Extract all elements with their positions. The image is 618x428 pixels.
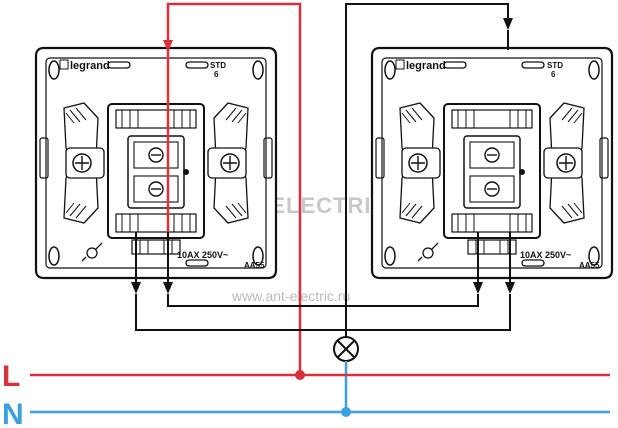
phase-wire: [166, 2, 302, 375]
switch-1-rating: 10AX 250V~: [177, 250, 228, 260]
phase-label: L: [2, 360, 20, 393]
phase-junction-dot-icon: [295, 370, 305, 380]
switch1-arrow-a-icon: [131, 282, 141, 294]
switch-2-code: AA55: [579, 261, 600, 270]
switch-1: [34, 46, 278, 280]
lamp-icon: [333, 336, 359, 362]
switch-2-rating: 10AX 250V~: [520, 250, 571, 260]
switch2-arrow-a-icon: [473, 282, 483, 294]
neutral-label: N: [2, 398, 24, 428]
switch-2-logo-icon: [395, 59, 405, 70]
phase-arrow-icon: [163, 40, 173, 52]
switch-1-logo-icon: [59, 59, 69, 70]
switch1-arrow-b-icon: [163, 282, 173, 294]
switch-2: [370, 46, 614, 280]
switch-2-model-sub: 6: [551, 70, 556, 79]
source-url: www.ant-electric.ru: [231, 288, 350, 304]
traveler-wire-1: [135, 294, 511, 331]
switch-2-brand: legrand: [406, 60, 446, 72]
switch2-top-arrow-icon: [503, 18, 513, 30]
switch2-arrow-b-icon: [505, 282, 515, 294]
switch-1-brand: legrand: [70, 60, 110, 72]
switch-2-model: STD: [547, 61, 563, 70]
lamp-wire-to-switch2: [345, 3, 509, 340]
switch-1-model-sub: 6: [214, 70, 219, 79]
switch-1-code: AA55: [244, 261, 265, 270]
traveler-wire-2: [167, 294, 479, 307]
neutral-junction-dot-icon: [341, 407, 351, 417]
switch-1-model: STD: [210, 61, 226, 70]
